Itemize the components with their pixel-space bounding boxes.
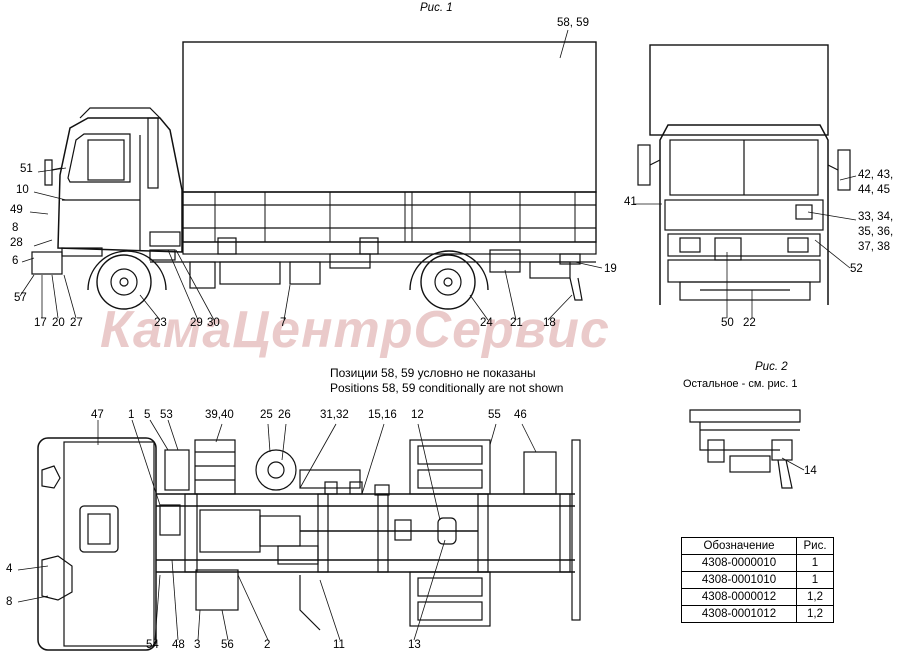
callout: 25 xyxy=(260,409,273,421)
callout: 2 xyxy=(264,639,271,651)
callout: 24 xyxy=(480,317,493,329)
table-cell: 1 xyxy=(796,571,834,589)
table-cell: 1,2 xyxy=(796,605,834,623)
callout: 10 xyxy=(16,184,29,196)
callout: 5 xyxy=(144,409,151,421)
table-row: 4308-0000012 1,2 xyxy=(681,588,834,606)
table-cell: 4308-0001010 xyxy=(681,571,797,589)
callout: 13 xyxy=(408,639,421,651)
callout: 30 xyxy=(207,317,220,329)
callout: 39,40 xyxy=(205,409,234,421)
fig1-title: Рис. 1 xyxy=(420,2,453,14)
designation-table: Обозначение Рис. 4308-0000010 1 4308-000… xyxy=(681,537,834,623)
callout: 21 xyxy=(510,317,523,329)
callout: 33, 34, xyxy=(858,211,894,223)
callout: 26 xyxy=(278,409,291,421)
note-en: Positions 58, 59 conditionally are not s… xyxy=(330,381,564,395)
callout: 42, 43, xyxy=(858,169,894,181)
fig2-detail xyxy=(689,409,801,489)
callout: 4 xyxy=(6,563,13,575)
callout: 8 xyxy=(6,596,13,608)
callout: 23 xyxy=(154,317,167,329)
callout: 46 xyxy=(514,409,527,421)
callout: 27 xyxy=(70,317,83,329)
callout: 51 xyxy=(20,163,33,175)
callout: 47 xyxy=(91,409,104,421)
table-cell: 1 xyxy=(796,554,834,572)
fig2-note: Остальное - см. рис. 1 xyxy=(683,378,798,390)
callout: 6 xyxy=(12,255,19,267)
callout: 35, 36, xyxy=(858,226,894,238)
front-view-truck xyxy=(637,44,851,305)
callout: 7 xyxy=(280,317,287,329)
callout: 58, 59 xyxy=(557,17,589,29)
callout: 56 xyxy=(221,639,234,651)
side-view-truck xyxy=(31,41,597,310)
callout: 50 xyxy=(721,317,734,329)
callout: 29 xyxy=(190,317,203,329)
table-header: Рис. xyxy=(796,537,834,555)
callout: 3 xyxy=(194,639,201,651)
callout: 17 xyxy=(34,317,47,329)
callout: 31,32 xyxy=(320,409,349,421)
callout: 57 xyxy=(14,292,27,304)
callout: 55 xyxy=(488,409,501,421)
table-cell: 4308-0000012 xyxy=(681,588,797,606)
callout: 19 xyxy=(604,263,617,275)
table-cell: 1,2 xyxy=(796,588,834,606)
leader-lines xyxy=(17,29,857,641)
table-header: Обозначение xyxy=(681,537,797,555)
callout: 48 xyxy=(172,639,185,651)
callout: 49 xyxy=(10,204,23,216)
table-header-row: Обозначение Рис. xyxy=(681,537,834,555)
table-row: 4308-0000010 1 xyxy=(681,554,834,572)
callout: 14 xyxy=(804,465,817,477)
top-view-chassis xyxy=(37,437,581,651)
callout: 1 xyxy=(128,409,135,421)
callout: 41 xyxy=(624,196,637,208)
callout: 37, 38 xyxy=(858,241,890,253)
note-ru: Позиции 58, 59 условно не показаны xyxy=(330,366,536,380)
callout: 28 xyxy=(10,237,23,249)
callout: 8 xyxy=(12,222,19,234)
callout: 12 xyxy=(411,409,424,421)
callout: 18 xyxy=(543,317,556,329)
callout: 52 xyxy=(850,263,863,275)
table-cell: 4308-0000010 xyxy=(681,554,797,572)
callout: 54 xyxy=(146,639,159,651)
table-row: 4308-0001010 1 xyxy=(681,571,834,589)
watermark: КамаЦентрСервис xyxy=(100,301,610,359)
callout: 11 xyxy=(333,639,345,651)
callout: 20 xyxy=(52,317,65,329)
table-cell: 4308-0001012 xyxy=(681,605,797,623)
callout: 22 xyxy=(743,317,756,329)
callout: 53 xyxy=(160,409,173,421)
fig2-title: Рис. 2 xyxy=(755,361,788,373)
callout: 15,16 xyxy=(368,409,397,421)
table-row: 4308-0001012 1,2 xyxy=(681,605,834,623)
callout: 44, 45 xyxy=(858,184,890,196)
